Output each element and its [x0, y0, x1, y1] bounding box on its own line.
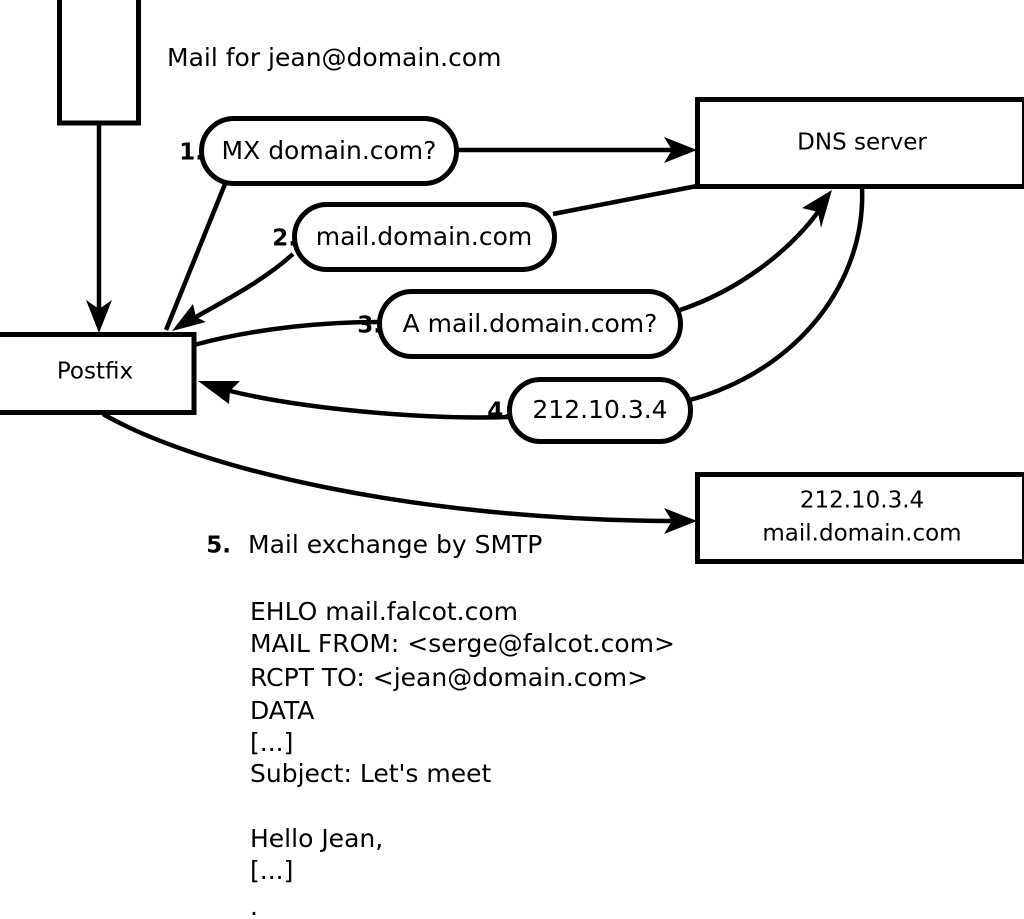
arrowhead-sender-to-postfix [86, 300, 112, 333]
smtp-transcript: EHLO mail.falcot.com MAIL FROM: <serge@f… [250, 597, 675, 919]
step-1-number: 1. [179, 140, 204, 166]
edge-step2-bubble2-to-postfix [194, 252, 295, 319]
step-3-number: 3. [357, 313, 382, 339]
step-5-number: 5. [206, 533, 231, 559]
step-4-number: 4. [487, 399, 512, 425]
transcript-line: DATA [250, 696, 314, 725]
transcript-line: MAIL FROM: <serge@falcot.com> [250, 629, 675, 658]
transcript-line: [...] [250, 856, 293, 885]
arrowhead-step4-to-postfix [198, 381, 240, 404]
sender-box [57, 0, 141, 126]
transcript-line: Hello Jean, [250, 824, 383, 853]
edge-step3-bubble3-to-dns [679, 210, 820, 313]
bubble-step2 [292, 202, 557, 272]
edge-step1-postfix-to-bubble1 [163, 183, 228, 331]
transcript-line: RCPT TO: <jean@domain.com> [250, 663, 648, 692]
edge-step4-bubble4-to-postfix [229, 388, 510, 420]
edge-step4-dns-to-bubble4 [689, 187, 865, 403]
dns-server-label: DNS server [797, 130, 927, 156]
bubble-step2-label: mail.domain.com [316, 222, 532, 251]
postfix-box [0, 332, 197, 415]
dns-server-box [695, 97, 1024, 189]
edge-step5-postfix-to-mailserver [101, 412, 673, 524]
transcript-line: EHLO mail.falcot.com [250, 597, 518, 626]
mail-server-hostname: mail.domain.com [762, 521, 961, 547]
arrowhead-step3-to-dns [802, 190, 832, 228]
arrowhead-step1-to-dns [664, 137, 697, 163]
bubble-step1 [199, 116, 459, 186]
postfix-label: Postfix [57, 359, 133, 385]
bubble-step4 [507, 377, 693, 444]
arrowhead-step2-to-postfix [172, 304, 206, 331]
transcript-line: [...] [250, 728, 293, 757]
arrowhead-step5-to-mailserver [664, 508, 697, 534]
bubble-step4-label: 212.10.3.4 [532, 395, 667, 424]
mail-server-box [695, 472, 1024, 564]
transcript-line: . [250, 892, 258, 919]
edge-step3-postfix-to-bubble3 [193, 319, 380, 348]
diagram-title: Mail for jean@domain.com [167, 43, 502, 72]
transcript-line: Subject: Let's meet [250, 759, 491, 788]
mail-server-ip: 212.10.3.4 [800, 488, 924, 514]
bubble-step3-label: A mail.domain.com? [403, 309, 658, 338]
edge-step2-dns-to-bubble2 [552, 183, 698, 217]
bubble-step3 [377, 289, 683, 359]
step-2-number: 2. [272, 226, 297, 252]
step-5-label: Mail exchange by SMTP [248, 530, 542, 559]
bubble-step1-label: MX domain.com? [222, 136, 437, 165]
